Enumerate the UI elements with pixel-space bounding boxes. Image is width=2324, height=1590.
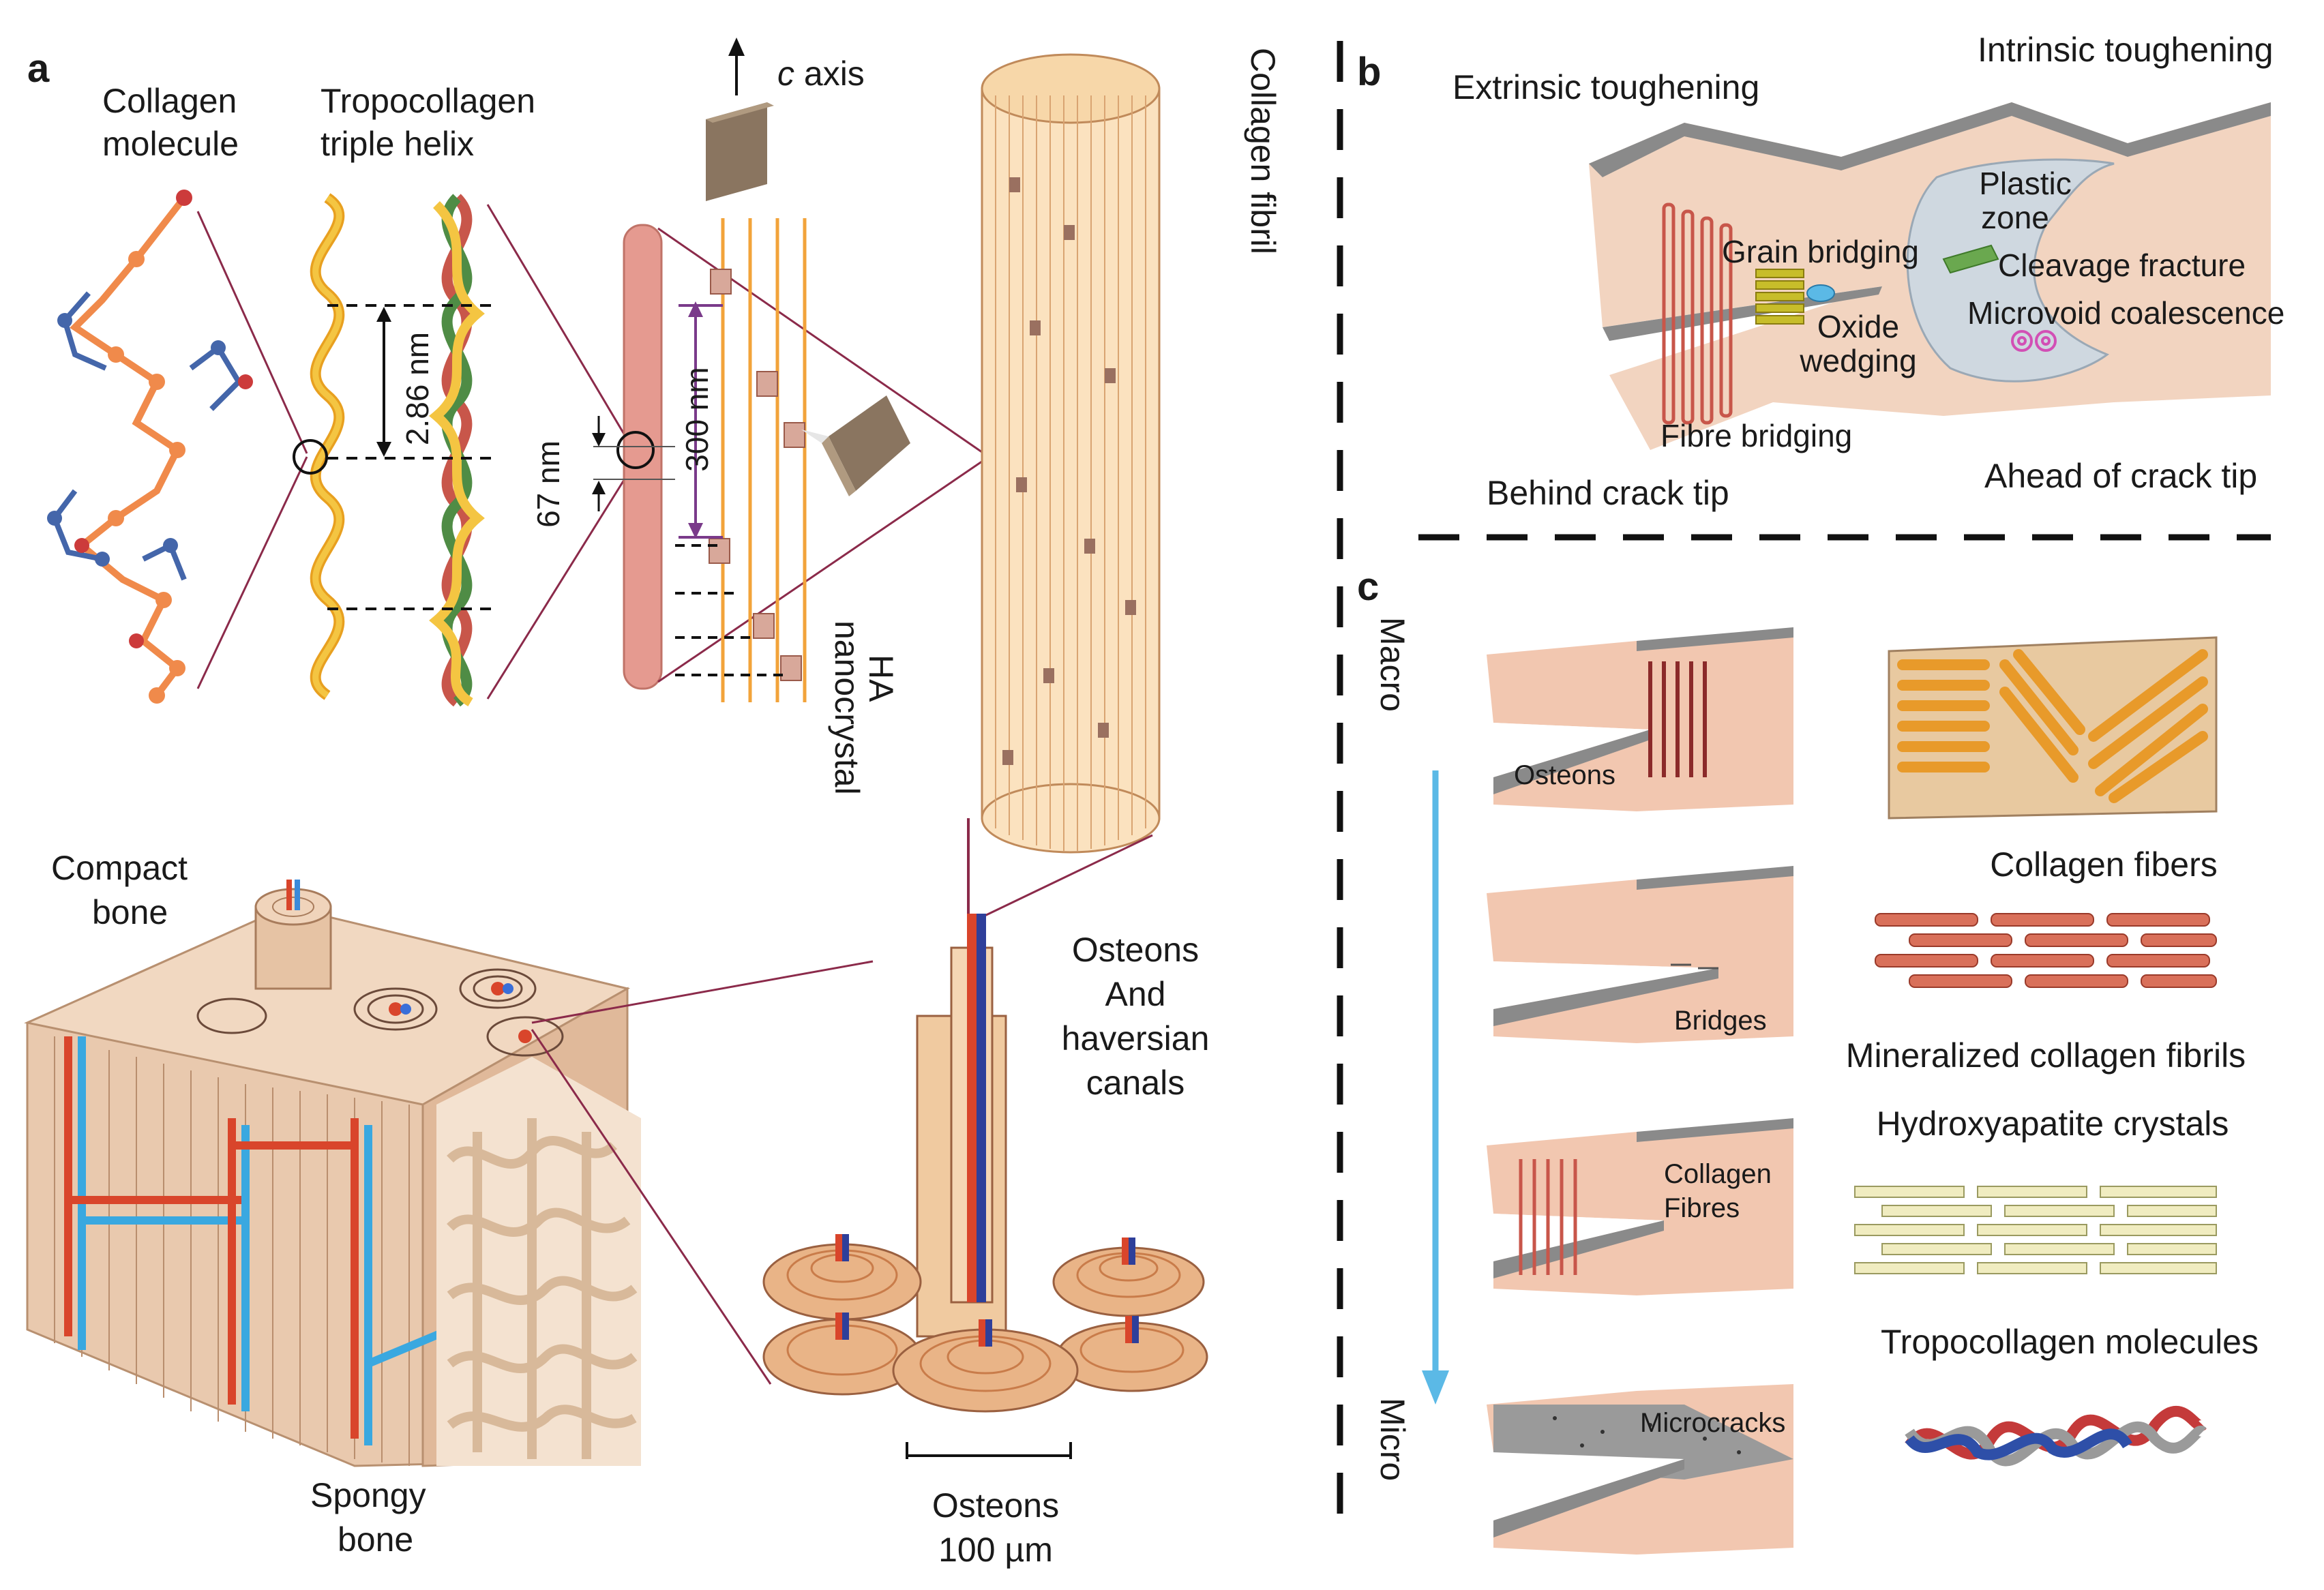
magnify-circle <box>293 439 328 475</box>
collagen-fibril-cylinder <box>981 53 1161 854</box>
hydroxyapatite-label: Hydroxyapatite crystals <box>1877 1105 2229 1143</box>
tropocollagen-molecules-label: Tropocollagen molecules <box>1881 1323 2259 1361</box>
tropocollagen-label-1: Tropocollagen <box>321 82 535 120</box>
c-axis-label: c axis <box>777 55 865 93</box>
ha-crystal-large <box>801 395 910 496</box>
osteons-canals-label-1: Osteons <box>1072 931 1199 969</box>
plastic-zone-label-2: zone <box>1981 200 2049 235</box>
spongy-bone-region <box>436 1057 641 1466</box>
crack-block-collagen-fibres <box>1487 1118 1793 1295</box>
zoom-line <box>196 211 308 454</box>
microcracks-label: Microcracks <box>1640 1408 1785 1438</box>
dimension-300-nm: 300 nm <box>679 367 715 471</box>
hydroxyapatite-illustration <box>1854 1186 2217 1274</box>
osteons-illustration <box>762 914 1208 1413</box>
ha-label-1: HA <box>862 655 900 702</box>
panel-b-label: b <box>1357 50 1381 94</box>
ha-crystal-top <box>706 102 774 201</box>
tropocollagen-ribbon <box>1905 1406 2207 1467</box>
crack-block-bridges <box>1487 866 1793 1043</box>
microvoid-coalescence-label: Microvoid coalescence <box>1967 295 2284 331</box>
behind-crack-tip-label: Behind crack tip <box>1487 474 1729 512</box>
collagen-fibres-label-1: Collagen <box>1664 1159 1772 1189</box>
compact-bone-block <box>24 880 641 1467</box>
macro-label: Macro <box>1373 617 1412 712</box>
mineralized-fibrils-label: Mineralized collagen fibrils <box>1846 1036 2246 1075</box>
ha-nanocrystals-small <box>709 269 805 681</box>
oxide-wedging-label-2: wedging <box>1799 343 1916 378</box>
panel-a: a Collagen molecule <box>24 38 1282 1569</box>
osteons-canals-label-4: canals <box>1086 1064 1185 1102</box>
crack-schematic <box>1589 102 2271 450</box>
extrinsic-toughening-label: Extrinsic toughening <box>1452 68 1759 106</box>
osteons-canals-label-3: haversian <box>1062 1019 1210 1058</box>
ahead-crack-tip-label: Ahead of crack tip <box>1984 457 2257 495</box>
staggered-fibrils <box>721 218 807 702</box>
collagen-fibres-label-2: Fibres <box>1664 1193 1740 1223</box>
oxide-wedging-label-1: Oxide <box>1817 309 1899 344</box>
crack-block-osteons <box>1487 627 1793 811</box>
collagen-molecule-label-1: Collagen <box>102 82 237 120</box>
ha-label-2: nanocrystal <box>828 620 866 795</box>
collagen-fibers-illustration <box>1888 636 2218 820</box>
triple-helix <box>429 194 485 707</box>
cleavage-fracture-label: Cleavage fracture <box>1998 247 2246 283</box>
grain-bridging-label: Grain bridging <box>1722 234 1919 269</box>
spongy-bone-label-1: Spongy <box>310 1476 426 1514</box>
panel-b: b Extrinsic toughening Intrinsic toughen… <box>1357 31 2284 512</box>
compact-bone-label-1: Compact <box>51 849 188 887</box>
intrinsic-toughening-label: Intrinsic toughening <box>1978 31 2274 69</box>
panel-c-label: c <box>1357 565 1379 609</box>
c-axis-word: axis <box>794 55 865 93</box>
collagen-fibril-label: Collagen fibril <box>1244 48 1282 254</box>
osteons-c-label: Osteons <box>1514 760 1615 790</box>
mineralized-fibrils-illustration <box>1875 913 2217 988</box>
osteons-scale-label-2: 100 µm <box>938 1531 1053 1569</box>
collagen-molecule-label-2: molecule <box>102 125 239 163</box>
plastic-zone-label-1: Plastic <box>1979 166 2071 201</box>
osteons-scale-label-1: Osteons <box>932 1486 1059 1525</box>
fibre-bridging-label: Fibre bridging <box>1660 418 1852 453</box>
spongy-bone-label-2: bone <box>338 1520 413 1559</box>
osteon-central <box>916 914 1007 1338</box>
collagen-molecule-illustration <box>47 190 253 704</box>
bridges-label: Bridges <box>1674 1006 1767 1036</box>
crack-block-microcracks <box>1487 1384 1793 1555</box>
micro-label: Micro <box>1373 1398 1412 1481</box>
tropocollagen-label-2: triple helix <box>321 125 474 163</box>
panel-c: c Macro Micro Osteons Bridges <box>1357 565 2259 1555</box>
dimension-2-86-nm: 2.86 nm <box>400 332 435 445</box>
scale-bar <box>906 1442 1072 1459</box>
compact-bone-label-2: bone <box>92 893 168 931</box>
zoom-line <box>196 456 308 689</box>
panel-a-label: a <box>27 46 50 91</box>
beaded-microfibril <box>623 224 663 690</box>
osteons-canals-label-2: And <box>1105 975 1166 1013</box>
c-axis-letter: c <box>777 55 794 93</box>
dimension-67-nm: 67 nm <box>531 440 566 528</box>
collagen-fibers-label: Collagen fibers <box>1990 845 2218 884</box>
